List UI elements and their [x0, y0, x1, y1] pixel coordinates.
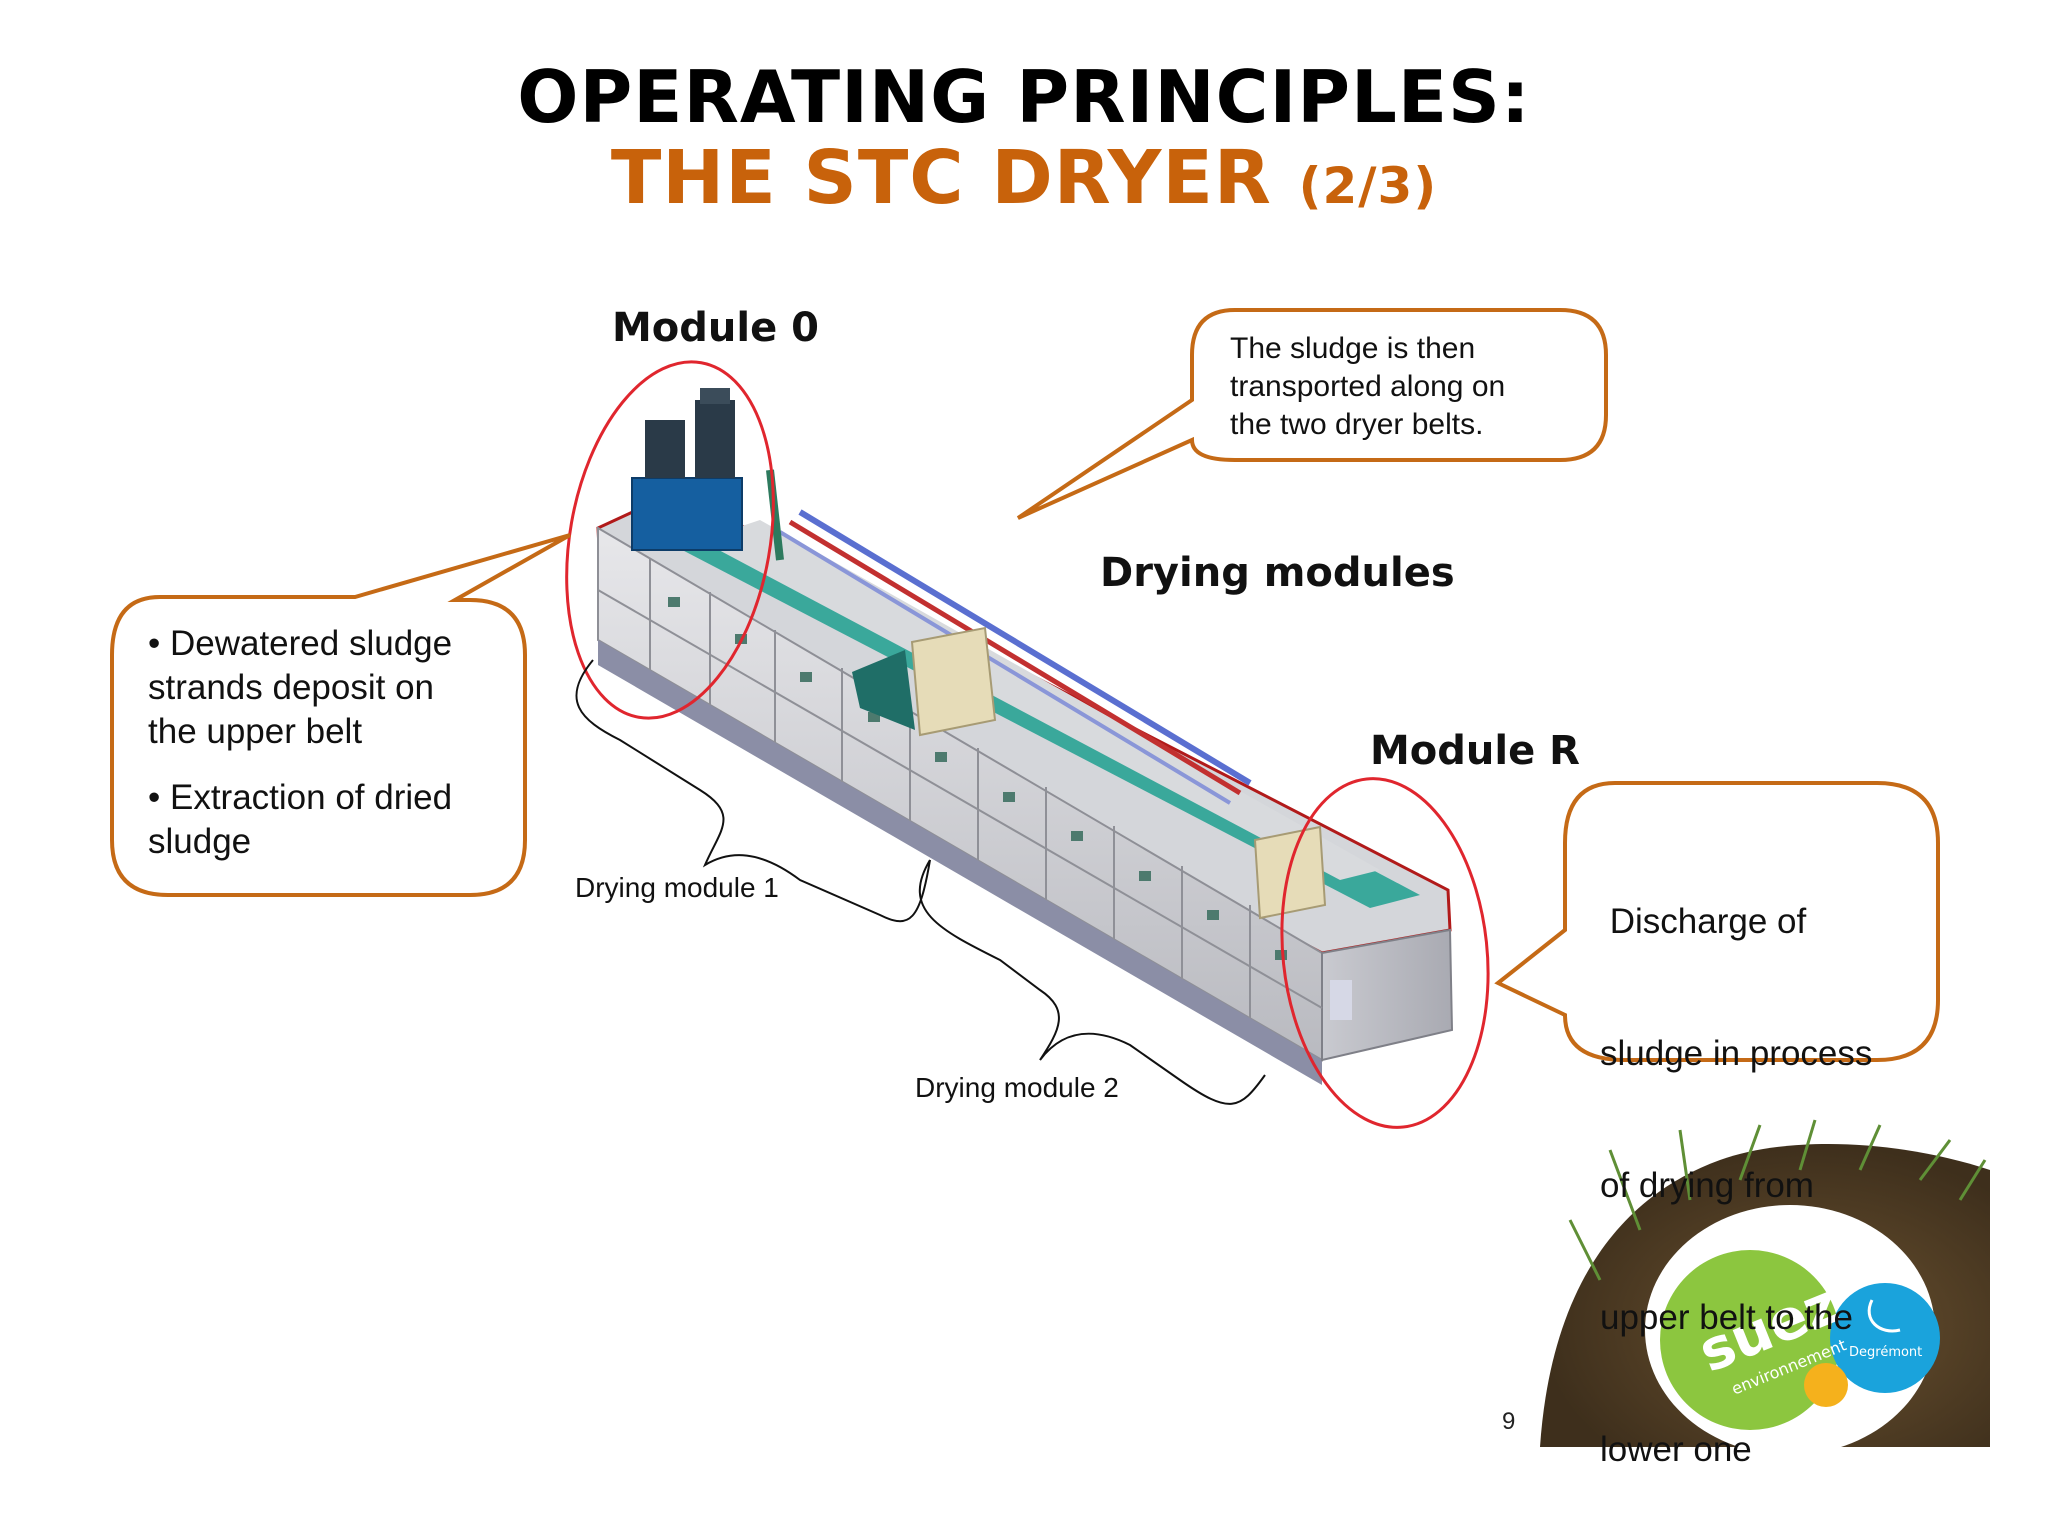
brace-drying-module-1	[575, 659, 931, 923]
slide-subtitle: THE STC DRYER (2/3)	[0, 135, 2048, 221]
label-module-0: Module 0	[612, 305, 819, 351]
callout-deposit	[110, 533, 571, 897]
module-r-highlight	[1280, 777, 1490, 1129]
brace-drying-module-2	[918, 859, 1266, 1105]
label-drying-module-1: Drying module 1	[575, 872, 779, 903]
logo-partner-text: Degrémont	[1849, 1345, 1922, 1360]
callout-transport	[1016, 308, 1608, 520]
company-logo: suez environnement Degrémont	[1540, 1119, 1990, 1447]
subtitle-main: THE STC DRYER	[610, 135, 1272, 221]
page-number: 9	[1502, 1408, 1516, 1435]
module-0-highlight	[565, 360, 775, 720]
callout-discharge-text: Discharge of sludge in process of drying…	[1600, 902, 1873, 1469]
dryer-diagram: suez environnement Degrémont	[110, 308, 1990, 1447]
label-drying-module-2: Drying module 2	[915, 1072, 1119, 1103]
callout-deposit-text: • Dewatered sludge strands deposit on th…	[148, 624, 453, 861]
callout-discharge	[1494, 781, 1940, 1062]
callout-transport-text: The sludge is then transported along on …	[1230, 332, 1506, 441]
label-drying-modules: Drying modules	[1100, 550, 1455, 596]
slide-title: OPERATING PRINCIPLES:	[517, 55, 1531, 139]
subtitle-page-indicator: (2/3)	[1298, 157, 1438, 215]
dryer-machine	[596, 388, 1454, 1085]
label-module-r: Module R	[1370, 728, 1580, 774]
